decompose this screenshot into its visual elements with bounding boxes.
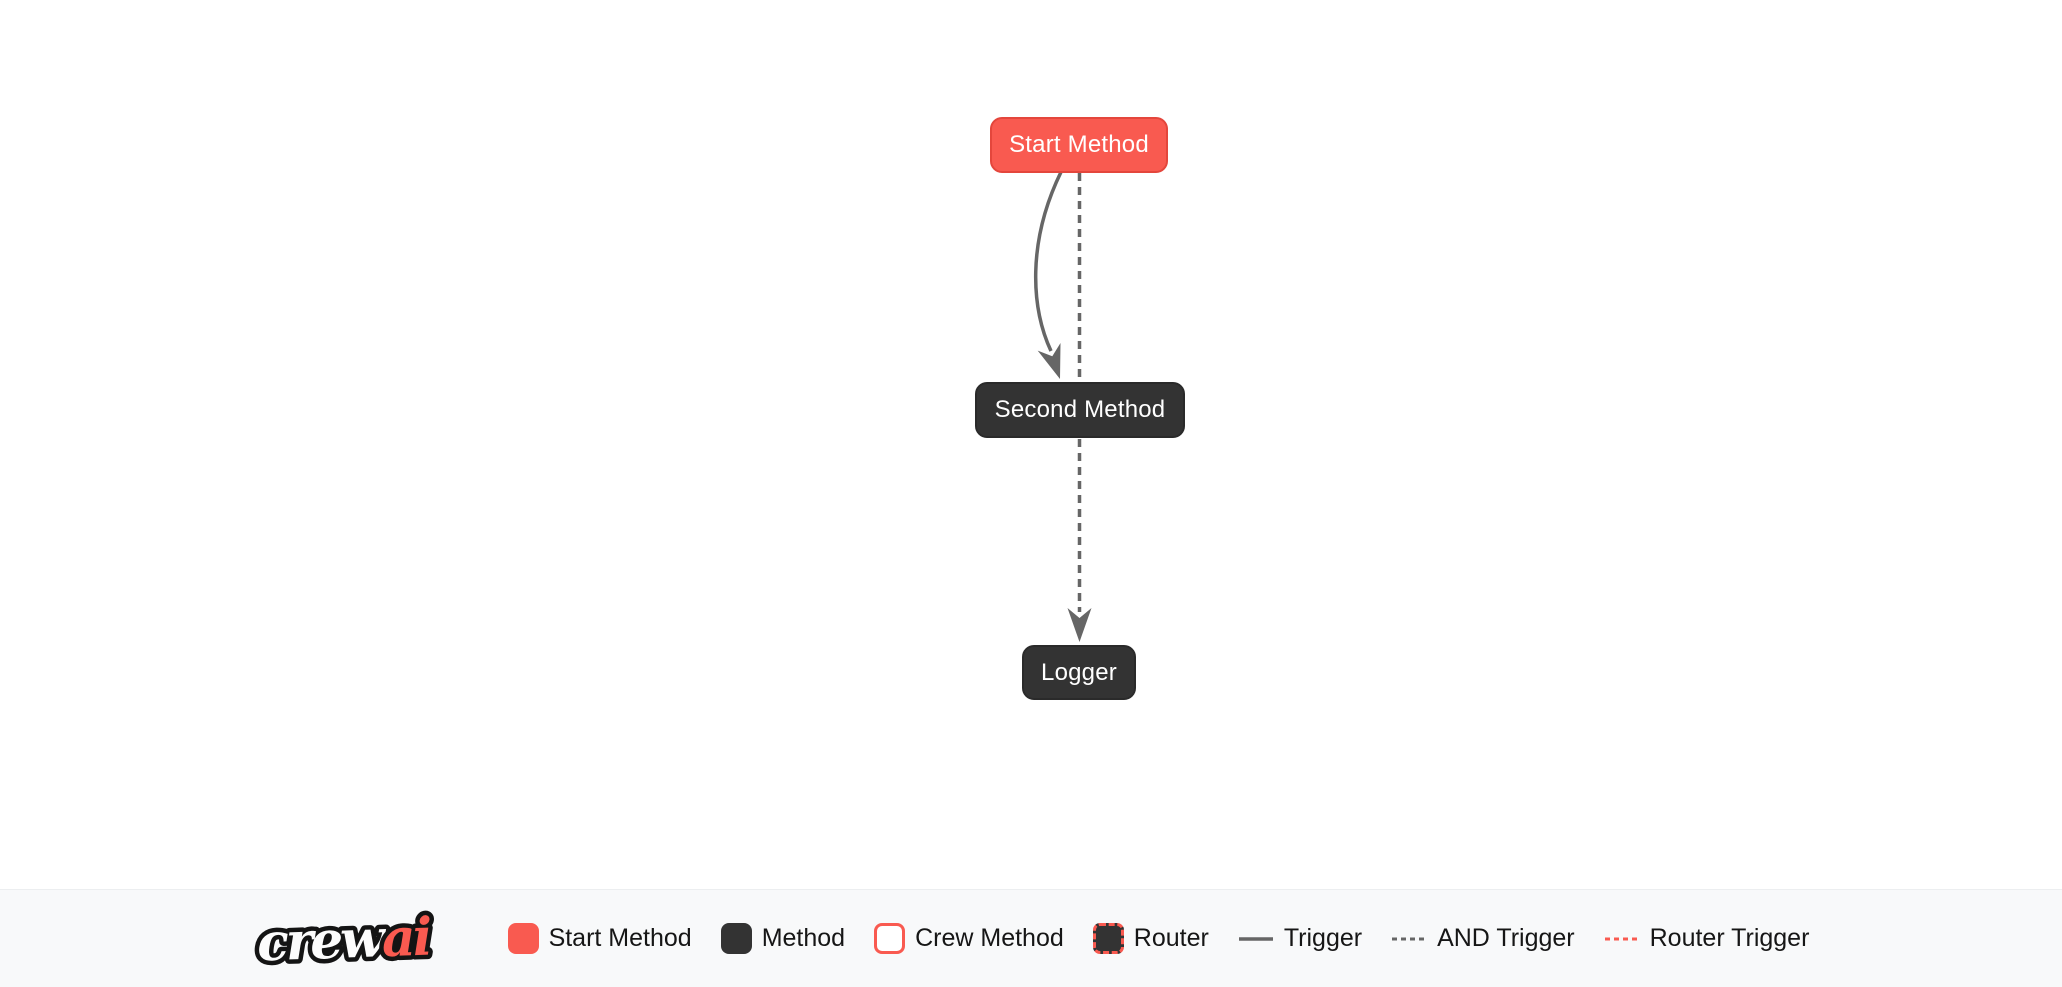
- flow-edges-layer: [1034, 171, 1092, 642]
- trigger-line-icon: [1238, 936, 1273, 941]
- svg-text:crewai: crewai: [256, 906, 432, 973]
- and-trigger-line-icon: [1392, 937, 1427, 940]
- legend-label: AND Trigger: [1437, 924, 1575, 952]
- legend-item-router: Router: [1092, 923, 1209, 954]
- router-swatch-icon: [1092, 923, 1124, 954]
- legend-item-trigger: Trigger: [1238, 924, 1362, 953]
- method-swatch-icon: [720, 923, 752, 954]
- legend-label: Router Trigger: [1649, 924, 1810, 952]
- crewai-logo: crewai: [253, 901, 465, 977]
- edge-and-trigger-arrowhead-icon: [1067, 608, 1092, 642]
- legend-item-router-trigger: Router Trigger: [1604, 924, 1810, 953]
- legend-item-method: Method: [720, 923, 846, 954]
- node-logger[interactable]: Logger: [1022, 645, 1136, 700]
- legend-label: Method: [761, 924, 846, 952]
- edge-trigger-curved-line: [1034, 171, 1063, 352]
- node-start-method-label: Start Method: [1009, 131, 1149, 158]
- start-method-swatch-icon: [507, 923, 539, 954]
- crew-method-swatch-icon: [874, 923, 906, 954]
- legend-bar: crewai Start Method Method Crew Method R…: [0, 889, 2062, 987]
- router-trigger-line-icon: [1604, 937, 1639, 940]
- node-second-method[interactable]: Second Method: [975, 382, 1185, 438]
- legend-label: Crew Method: [915, 924, 1064, 952]
- node-second-method-label: Second Method: [994, 396, 1166, 423]
- legend-label: Start Method: [548, 924, 692, 952]
- crewai-logo-icon: crewai: [253, 902, 436, 977]
- edge-trigger-arrowhead-icon: [1037, 343, 1061, 379]
- legend-item-start-method: Start Method: [507, 923, 692, 954]
- legend-item-and-trigger: AND Trigger: [1391, 924, 1575, 953]
- node-logger-label: Logger: [1041, 658, 1117, 686]
- legend-label: Trigger: [1283, 924, 1363, 952]
- node-start-method[interactable]: Start Method: [990, 117, 1168, 173]
- legend-label: Router: [1133, 924, 1209, 952]
- legend-item-crew-method: Crew Method: [874, 923, 1064, 954]
- flow-canvas[interactable]: Start Method Second Method Logger: [0, 0, 2062, 889]
